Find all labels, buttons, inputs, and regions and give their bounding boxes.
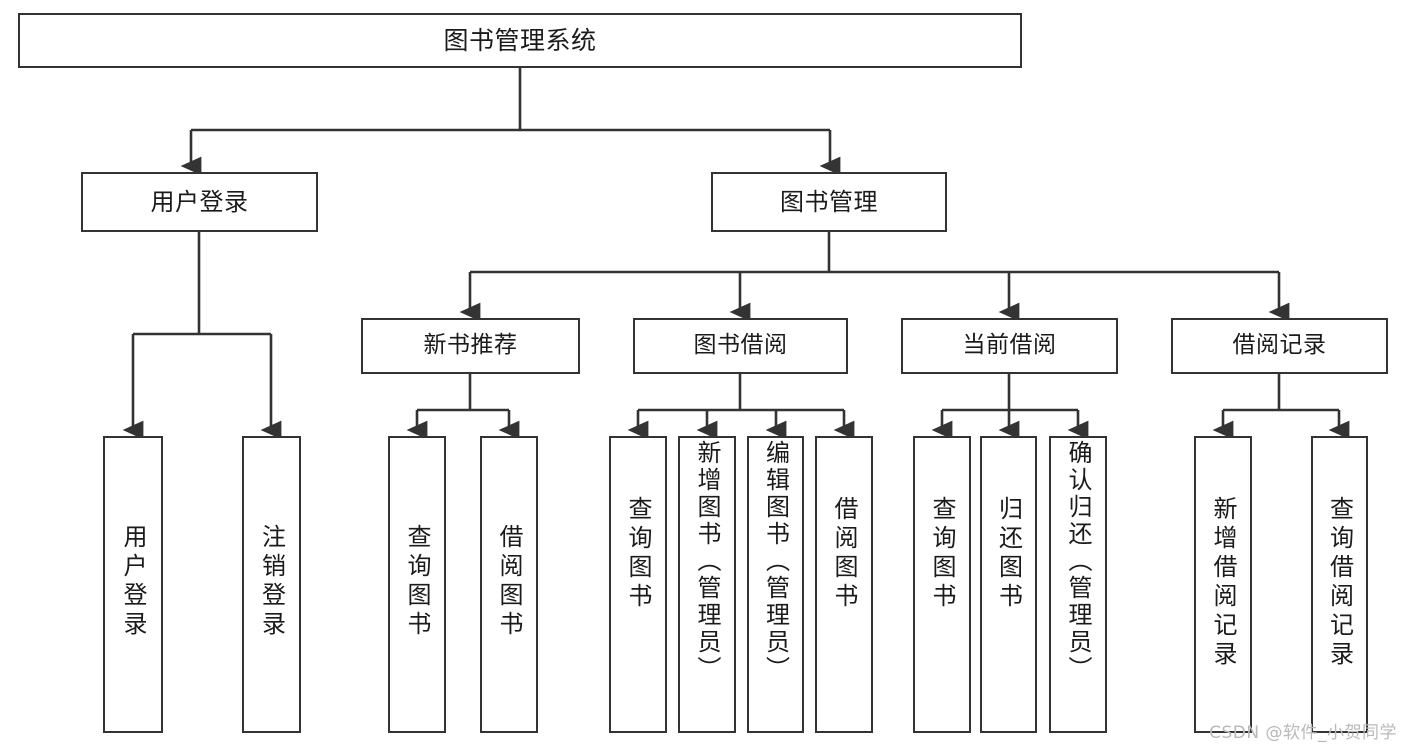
node-book-borrow[interactable]: 图书借阅 — [633, 318, 848, 374]
node-leaf-logout-login[interactable]: 注销登录 — [242, 436, 301, 733]
node-leaf-logout-login-label: 注销登录 — [257, 524, 286, 640]
node-root[interactable]: 图书管理系统 — [18, 13, 1022, 68]
node-new-book-recommend[interactable]: 新书推荐 — [361, 318, 580, 374]
node-leaf-query-book-1-label: 查询图书 — [403, 524, 431, 640]
node-current-borrow[interactable]: 当前借阅 — [901, 318, 1118, 374]
node-leaf-query-book-2-label: 查询图书 — [624, 496, 652, 612]
node-borrow-record[interactable]: 借阅记录 — [1171, 318, 1388, 374]
edges — [122, 68, 1350, 440]
node-leaf-user-login-label: 用户登录 — [119, 524, 147, 640]
node-leaf-add-record[interactable]: 新增借阅记录 — [1194, 436, 1252, 733]
node-new-book-recommend-label: 新书推荐 — [423, 332, 518, 359]
node-leaf-return-book-label: 归还图书 — [994, 496, 1023, 612]
node-leaf-confirm-return-label: 确认归还（管理员） — [1064, 440, 1092, 683]
node-leaf-borrow-book-2-label: 借阅图书 — [830, 496, 858, 612]
node-leaf-borrow-book-1-label: 借阅图书 — [495, 524, 523, 640]
node-book-borrow-label: 图书借阅 — [693, 332, 788, 359]
node-leaf-borrow-book-2[interactable]: 借阅图书 — [815, 436, 873, 733]
node-leaf-borrow-book-1[interactable]: 借阅图书 — [480, 436, 538, 733]
node-leaf-add-record-label: 新增借阅记录 — [1209, 496, 1237, 670]
node-root-label: 图书管理系统 — [443, 25, 597, 55]
node-leaf-query-book-3-label: 查询图书 — [928, 496, 956, 612]
node-leaf-query-book-3[interactable]: 查询图书 — [913, 436, 971, 733]
node-leaf-query-record[interactable]: 查询借阅记录 — [1311, 436, 1368, 733]
node-leaf-edit-book[interactable]: 编辑图书（管理员） — [747, 436, 804, 733]
node-borrow-record-label: 借阅记录 — [1232, 332, 1327, 359]
node-leaf-query-book-2[interactable]: 查询图书 — [609, 436, 667, 733]
node-leaf-query-record-label: 查询借阅记录 — [1325, 496, 1354, 670]
node-leaf-add-book[interactable]: 新增图书（管理员） — [678, 436, 736, 733]
node-leaf-query-book-1[interactable]: 查询图书 — [388, 436, 446, 733]
node-leaf-return-book[interactable]: 归还图书 — [980, 436, 1037, 733]
node-user-login[interactable]: 用户登录 — [81, 172, 318, 232]
node-book-manage[interactable]: 图书管理 — [711, 172, 947, 232]
node-leaf-add-book-label: 新增图书（管理员） — [693, 440, 721, 683]
node-leaf-confirm-return[interactable]: 确认归还（管理员） — [1049, 436, 1107, 733]
watermark: CSDN @软件_小贺同学 — [1209, 723, 1397, 743]
node-user-login-label: 用户登录 — [150, 187, 249, 216]
node-leaf-user-login[interactable]: 用户登录 — [103, 436, 163, 733]
node-leaf-edit-book-label: 编辑图书（管理员） — [761, 440, 790, 683]
node-current-borrow-label: 当前借阅 — [962, 332, 1057, 359]
node-book-manage-label: 图书管理 — [780, 187, 878, 216]
